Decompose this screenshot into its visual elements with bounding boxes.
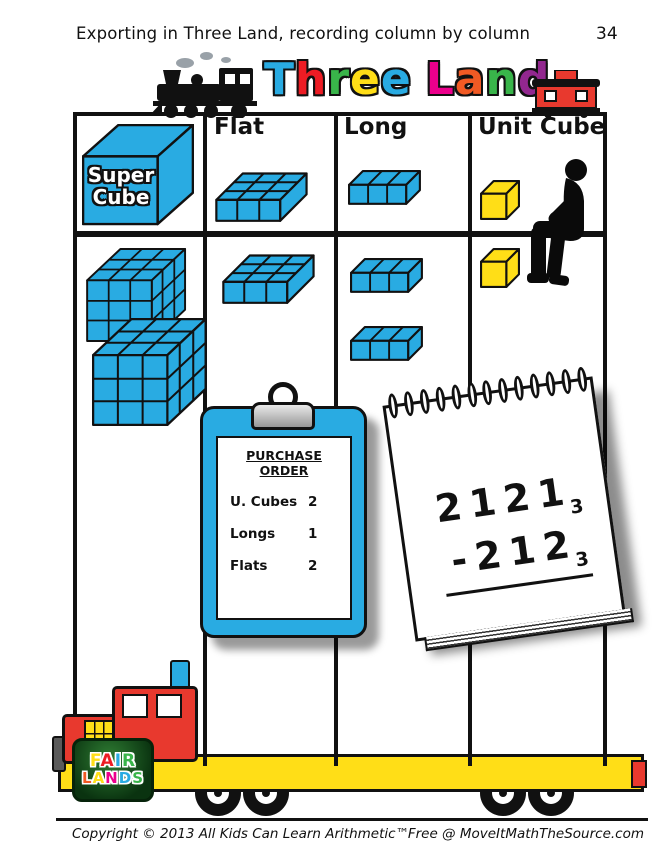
logo-letter: n [485, 54, 518, 105]
smoke-puff-icon [200, 52, 213, 60]
purchase-order-title: PURCHASE ORDER [246, 448, 322, 478]
locomotive-icon [149, 68, 257, 118]
caboose-icon [532, 70, 600, 118]
smoke-puff-icon [221, 57, 231, 63]
page-number: 34 [596, 24, 618, 44]
page-title: Exporting in Three Land, recording colum… [76, 24, 531, 43]
unit-cube-icon [480, 180, 520, 220]
sign-letter: S [132, 769, 144, 788]
sign-letter: R [122, 751, 137, 772]
header-divider [73, 231, 607, 237]
long-icon [350, 258, 423, 293]
logo-letter [412, 54, 426, 105]
logo-letter: L [425, 54, 455, 105]
logo-letter: r [327, 54, 351, 105]
item-qty: 1 [308, 526, 318, 542]
logo-letter: e [380, 54, 412, 105]
sign-letter: A [100, 751, 115, 772]
supercube-icon [82, 124, 194, 226]
sign-letter: D [118, 769, 133, 788]
item-qty: 2 [308, 558, 318, 574]
item-qty: 2 [308, 494, 318, 510]
item-label: U. Cubes [230, 494, 298, 510]
footer-copyright: Copyright © 2013 All Kids Can Learn Arit… [72, 826, 410, 842]
purchase-order-item: U. Cubes 2 [230, 494, 350, 510]
logo-letter: e [350, 54, 381, 105]
item-label: Flats [230, 558, 268, 574]
flat-icon [222, 254, 315, 304]
logo-letter: h [295, 54, 328, 105]
sign-letter: A [92, 769, 106, 788]
sign-letter: F [89, 751, 101, 772]
purchase-order-paper: PURCHASE ORDER U. Cubes 2 Longs 1 Flats … [216, 436, 352, 620]
sign-letter: I [114, 751, 123, 772]
sign-letter: N [105, 769, 119, 788]
footer-url: Free @ MoveItMathTheSource.com [407, 826, 644, 842]
fairlands-sign: FAIR LANDS [72, 738, 154, 802]
long-icon [348, 170, 421, 205]
sitting-person-icon [527, 159, 587, 286]
supercube-stack-icon [92, 318, 207, 426]
logo-letter: T [264, 54, 296, 105]
logo-letter: a [454, 54, 486, 105]
item-label: Longs [230, 526, 276, 542]
purchase-order-item: Longs 1 [230, 526, 350, 542]
unit-cube-icon [480, 248, 520, 288]
table-frame [73, 112, 607, 766]
clipboard-clip-icon [251, 402, 315, 430]
supercube-label: Super Cube [87, 163, 155, 209]
three-land-logo: Three Land [264, 54, 550, 105]
footer-rule [56, 818, 648, 821]
sign-letter: L [82, 769, 93, 788]
subtraction-problem: 21213 -2123 [431, 466, 594, 597]
cab-window-icon [156, 694, 182, 718]
long-label: Long [344, 114, 408, 140]
smoke-puff-icon [176, 58, 194, 68]
purchase-order-item: Flats 2 [230, 558, 350, 574]
flat-label: Flat [214, 114, 265, 140]
unit-cube-label: Unit Cube [478, 114, 606, 140]
notepad: 21213 -2123 [382, 366, 634, 652]
cab-window-icon [122, 694, 148, 718]
train-coupler-icon [631, 760, 647, 788]
long-icon [350, 326, 423, 361]
flat-icon [215, 172, 308, 222]
